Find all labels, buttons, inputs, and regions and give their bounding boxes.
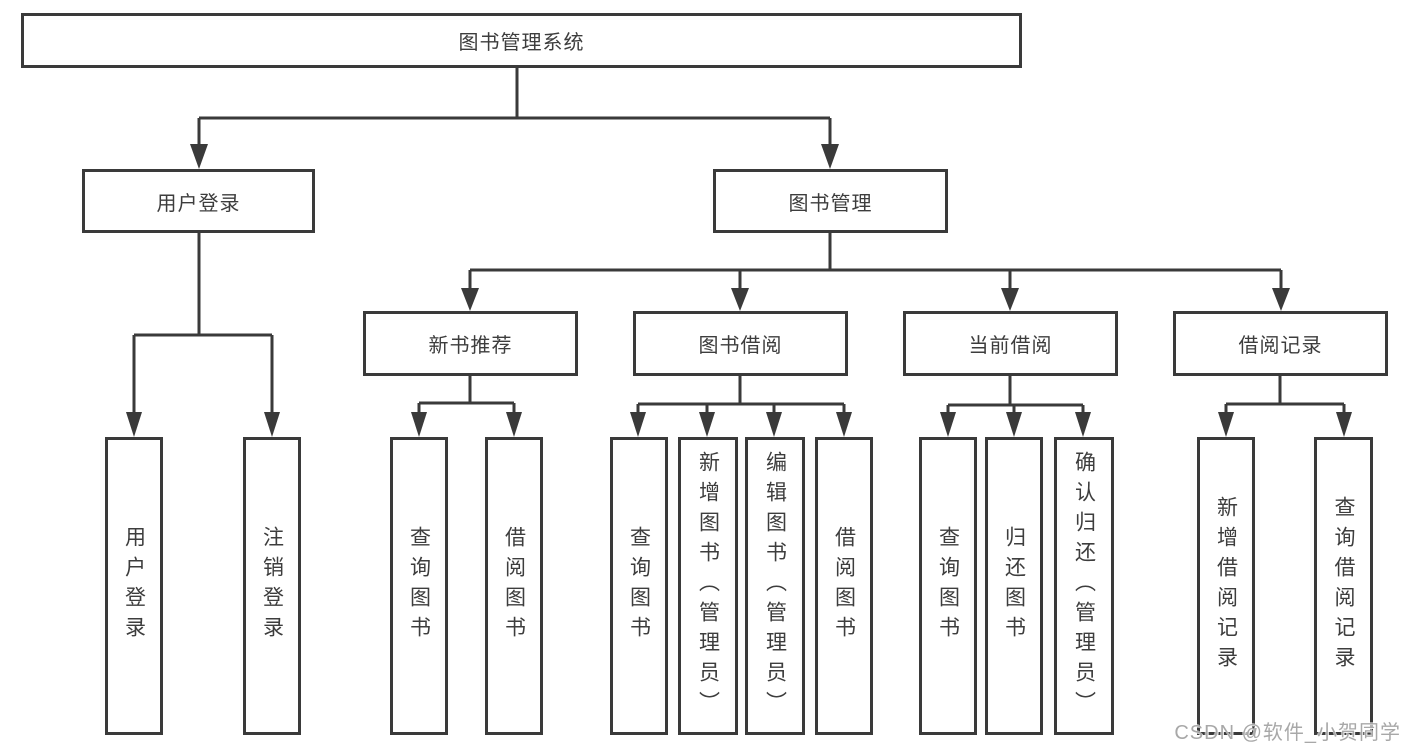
leaf-logout-label: 注销登录 xyxy=(260,526,284,646)
node-book-borrow-label: 图书借阅 xyxy=(698,335,783,357)
node-borrow-records-label: 借阅记录 xyxy=(1238,335,1323,357)
connector-borrow-records xyxy=(1224,376,1346,414)
leaf-query-book-recommend-label: 查询图书 xyxy=(407,526,431,646)
node-new-book-recommend-label: 新书推荐 xyxy=(428,335,513,357)
leaf-user-login: 用户登录 xyxy=(105,437,163,735)
leaf-edit-book-admin: 编辑图书（管理员） xyxy=(745,437,805,735)
node-user-login-label: 用户登录 xyxy=(156,192,241,215)
connector-new-book xyxy=(417,376,516,414)
node-new-book-recommend: 新书推荐 xyxy=(363,311,578,376)
leaf-query-book-borrow: 查询图书 xyxy=(610,437,668,735)
node-borrow-records: 借阅记录 xyxy=(1173,311,1388,376)
node-user-login: 用户登录 xyxy=(82,169,315,233)
leaf-query-book-current: 查询图书 xyxy=(919,437,977,735)
connector-user-login xyxy=(132,233,274,414)
node-book-borrow: 图书借阅 xyxy=(633,311,848,376)
leaf-logout: 注销登录 xyxy=(243,437,301,735)
arrowheads xyxy=(126,144,1352,437)
leaf-add-book-admin: 新增图书（管理员） xyxy=(678,437,738,735)
leaf-borrow-book-label: 借阅图书 xyxy=(832,526,856,646)
connector-root xyxy=(197,68,832,146)
leaf-query-book-current-label: 查询图书 xyxy=(936,526,960,646)
node-current-borrow: 当前借阅 xyxy=(903,311,1118,376)
leaf-return-book-label: 归还图书 xyxy=(1002,526,1026,646)
leaf-query-borrow-record-label: 查询借阅记录 xyxy=(1332,496,1355,676)
node-current-borrow-label: 当前借阅 xyxy=(968,335,1053,357)
leaf-query-borrow-record: 查询借阅记录 xyxy=(1314,437,1373,735)
node-book-management-label: 图书管理 xyxy=(788,192,873,215)
leaf-user-login-label: 用户登录 xyxy=(122,526,146,646)
leaf-confirm-return-admin-label: 确认归还（管理员） xyxy=(1072,451,1096,721)
node-library-system: 图书管理系统 xyxy=(21,13,1022,68)
leaf-borrow-book: 借阅图书 xyxy=(815,437,873,735)
node-book-management: 图书管理 xyxy=(713,169,948,233)
leaf-borrow-book-recommend-label: 借阅图书 xyxy=(502,526,526,646)
connector-book-management xyxy=(468,233,1283,289)
node-library-system-label: 图书管理系统 xyxy=(458,32,585,54)
leaf-add-borrow-record: 新增借阅记录 xyxy=(1197,437,1255,735)
leaf-add-borrow-record-label: 新增借阅记录 xyxy=(1214,496,1238,676)
leaf-add-book-admin-label: 新增图书（管理员） xyxy=(696,451,720,721)
leaf-query-book-borrow-label: 查询图书 xyxy=(627,526,651,646)
csdn-watermark: CSDN @软件_小贺同学 xyxy=(1174,722,1401,744)
leaf-query-book-recommend: 查询图书 xyxy=(390,437,448,735)
connector-book-borrow xyxy=(636,376,846,414)
leaf-return-book: 归还图书 xyxy=(985,437,1043,735)
leaf-borrow-book-recommend: 借阅图书 xyxy=(485,437,543,735)
leaf-confirm-return-admin: 确认归还（管理员） xyxy=(1054,437,1114,735)
connector-current-borrow xyxy=(946,376,1085,414)
leaf-edit-book-admin-label: 编辑图书（管理员） xyxy=(763,451,787,721)
